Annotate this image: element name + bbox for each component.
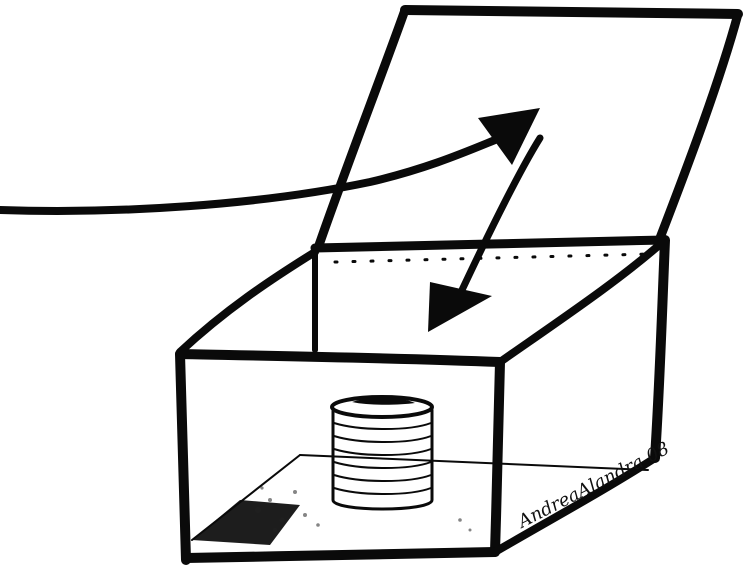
signature-text: AndreaAlandra 08 [513, 438, 673, 533]
box-opening [180, 240, 665, 362]
incoming-arrow [0, 108, 540, 211]
coin-stack [332, 397, 432, 509]
artist-signature: AndreaAlandra 08 [513, 438, 673, 533]
box-side-face [495, 240, 665, 552]
arrowhead-lower [428, 282, 492, 332]
downward-arrow [428, 138, 540, 332]
box-back-rim [315, 240, 665, 350]
